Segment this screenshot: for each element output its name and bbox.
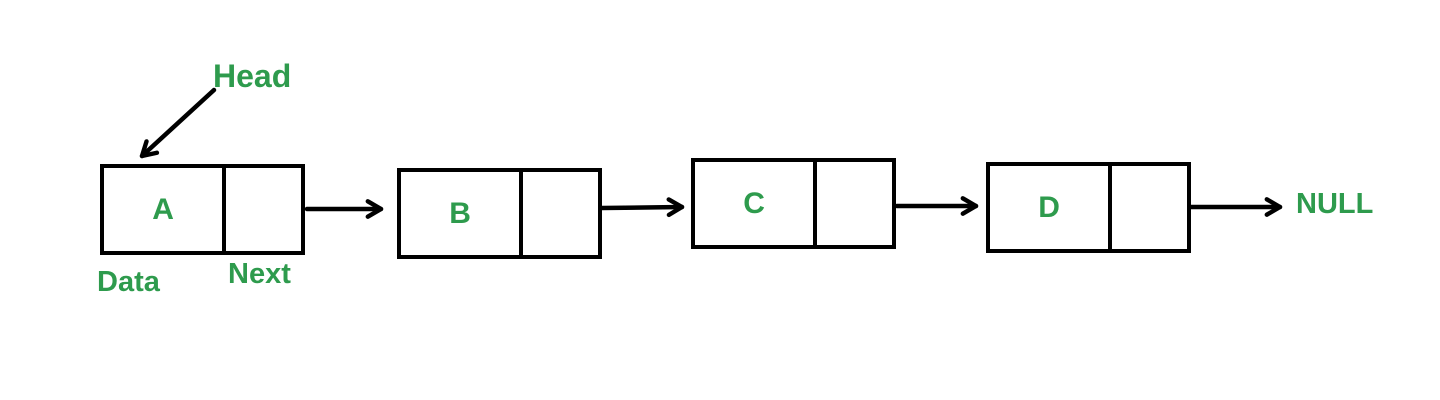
node-d: D: [986, 162, 1191, 253]
node-b: B: [397, 168, 602, 259]
node-d-value: D: [1038, 190, 1060, 224]
node-a-value: A: [152, 192, 174, 226]
head-pointer-arrow: [139, 87, 217, 159]
node-d-next-cell: [1112, 166, 1187, 249]
arrow-b-to-c: [599, 197, 685, 218]
node-c: C: [691, 158, 896, 249]
null-label: NULL: [1296, 188, 1374, 220]
node-b-value: B: [449, 196, 471, 230]
node-b-next-cell: [523, 172, 598, 255]
node-d-data-cell: D: [990, 166, 1113, 249]
data-label: Data: [97, 266, 160, 298]
node-b-data-cell: B: [401, 172, 524, 255]
node-c-data-cell: C: [695, 162, 818, 245]
next-label: Next: [228, 258, 291, 290]
node-c-value: C: [743, 186, 765, 220]
node-a-data-cell: A: [104, 168, 227, 251]
node-c-next-cell: [817, 162, 892, 245]
head-label: Head: [213, 58, 292, 94]
node-a-next-cell: [226, 168, 301, 251]
node-a: A: [100, 164, 305, 255]
